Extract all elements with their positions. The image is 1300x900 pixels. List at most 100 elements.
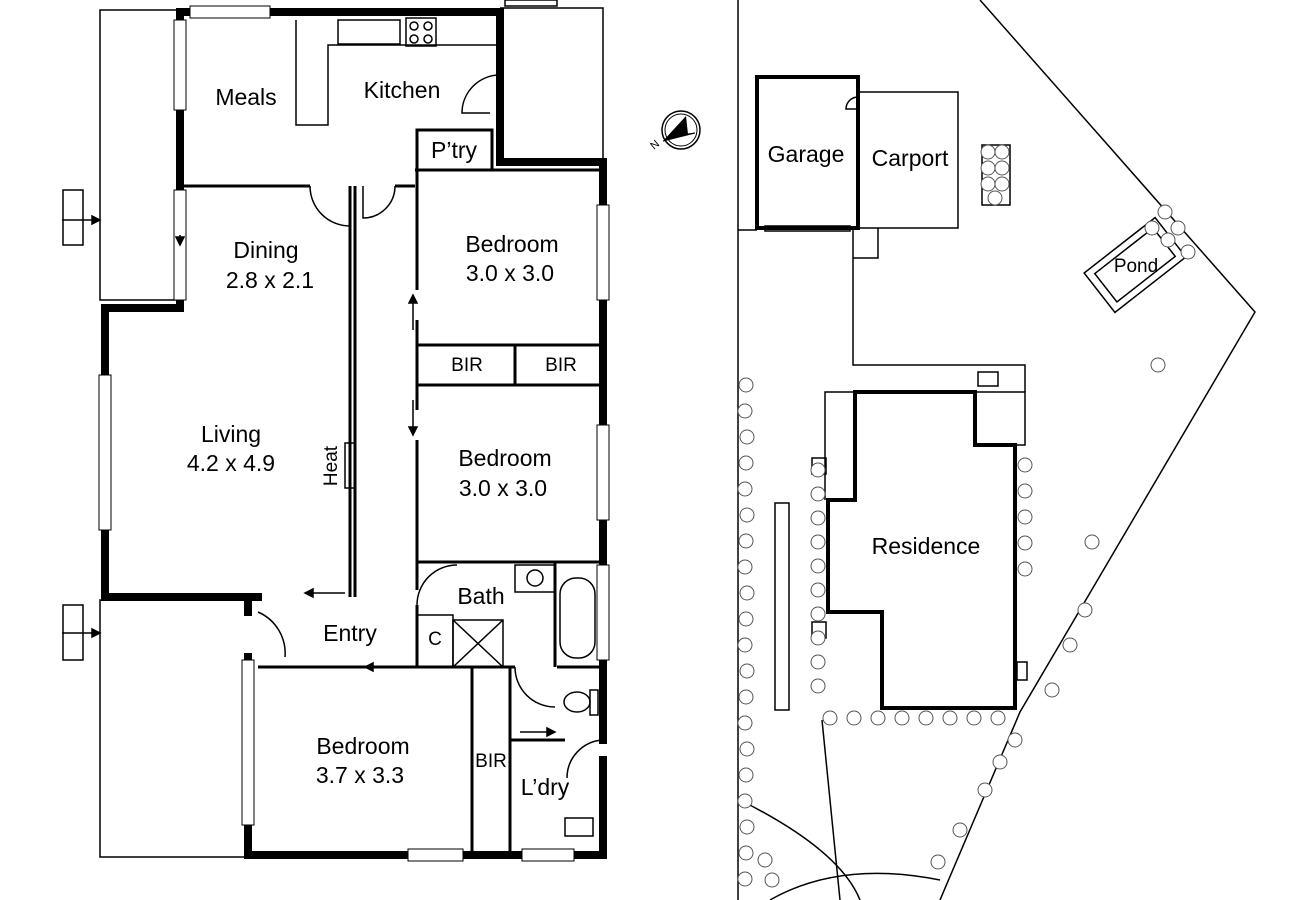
- carport-outline: [857, 91, 959, 229]
- garage-roller-door: [764, 225, 851, 232]
- room-laundry-label: L’dry: [521, 774, 570, 800]
- room-living-label: Living: [201, 421, 261, 447]
- door-swing: [461, 74, 501, 114]
- shrub-icon: [810, 462, 826, 478]
- toilet-icon: [563, 691, 591, 713]
- shrub-icon: [918, 710, 934, 726]
- gate: [504, 0, 558, 7]
- compass-north-label: N: [648, 138, 662, 152]
- room-bedroom1-size: 3.0 x 3.0: [466, 260, 554, 286]
- cupboard-outline: [416, 614, 454, 668]
- shrub-icon: [810, 582, 826, 598]
- room-bir1-label: BIR: [451, 355, 483, 376]
- shrub-icon: [1150, 357, 1166, 373]
- shrub-icon: [1007, 732, 1023, 748]
- heater-label: Heat: [321, 445, 342, 486]
- shrub-icon: [1017, 561, 1033, 577]
- shrub-icon: [810, 630, 826, 646]
- courtyard-outline: [500, 7, 604, 160]
- shrub-icon: [980, 160, 996, 176]
- room-bir3-label: BIR: [475, 751, 507, 772]
- shrub-icon: [737, 871, 753, 887]
- shrub-icon: [987, 190, 1003, 206]
- house-floor-plan: Meals Kitchen P’try Dining 2.8 x 2.1 Bed…: [62, 0, 610, 862]
- shrub-icon: [738, 377, 754, 393]
- path-curve: [769, 872, 941, 900]
- room-bedroom3-size: 3.7 x 3.3: [316, 762, 404, 788]
- shrub-icon: [810, 678, 826, 694]
- shrub-icon: [810, 510, 826, 526]
- shrub-icon: [977, 782, 993, 798]
- shrub-icon: [1017, 457, 1033, 473]
- garage-label: Garage: [768, 141, 845, 167]
- shrub-icon: [739, 429, 755, 445]
- room-bedroom2-size: 3.0 x 3.0: [459, 475, 547, 501]
- room-bedroom2-label: Bedroom: [458, 445, 551, 471]
- boundary-right: [939, 0, 1256, 900]
- shrub-icon: [822, 710, 838, 726]
- shrub-icon: [994, 144, 1010, 160]
- shrub-icon: [739, 507, 755, 523]
- shrub-icon: [1044, 682, 1060, 698]
- sink-icon: [337, 19, 401, 45]
- shrub-icon: [980, 176, 996, 192]
- garage-outline: [755, 75, 860, 230]
- trees: [737, 144, 1196, 888]
- shrub-icon: [739, 585, 755, 601]
- cooktop-icon: [405, 17, 437, 47]
- shrub-icon: [737, 559, 753, 575]
- shrub-icon: [737, 481, 753, 497]
- room-bedroom3-label: Bedroom: [316, 733, 409, 759]
- room-kitchen-label: Kitchen: [364, 77, 441, 103]
- shrub-icon: [846, 710, 862, 726]
- shrub-icon: [1180, 244, 1196, 260]
- shrub-icon: [1017, 509, 1033, 525]
- deck-left-lower: [99, 599, 248, 858]
- bathtub-icon: [559, 577, 596, 659]
- steps-upper: [62, 189, 84, 246]
- shrub-icon: [738, 689, 754, 705]
- shrub-icon: [966, 710, 982, 726]
- shrub-icon: [737, 637, 753, 653]
- shrub-icon: [1160, 232, 1176, 248]
- shrub-icon: [942, 710, 958, 726]
- room-meals-label: Meals: [215, 84, 276, 110]
- shrub-icon: [737, 793, 753, 809]
- room-dining-size: 2.8 x 2.1: [226, 267, 314, 293]
- driveway-curve: [739, 799, 861, 900]
- kitchen-bench: [295, 20, 500, 126]
- driveway-step: [853, 228, 879, 259]
- shrub-icon: [1017, 483, 1033, 499]
- shrub-icon: [810, 558, 826, 574]
- windows: [98, 5, 610, 862]
- shrub-icon: [737, 403, 753, 419]
- room-cupboard-label: C: [428, 629, 442, 650]
- shrub-icon: [992, 754, 1008, 770]
- shrub-icon: [930, 854, 946, 870]
- room-entry-label: Entry: [323, 620, 377, 646]
- shrub-icon: [810, 654, 826, 670]
- residence-label: Residence: [872, 533, 981, 559]
- residence-step: [1016, 661, 1028, 681]
- shrub-icon: [810, 486, 826, 502]
- shrub-icon: [994, 160, 1010, 176]
- shrub-icon: [810, 606, 826, 622]
- room-dining-label: Dining: [233, 237, 298, 263]
- garage-door-swing: [845, 96, 859, 110]
- shrub-icon: [1084, 534, 1100, 550]
- path-line: [821, 719, 841, 900]
- shrub-icon: [738, 611, 754, 627]
- pond-label: Pond: [1114, 256, 1158, 277]
- door-swings: [257, 185, 604, 779]
- shrub-icon: [739, 741, 755, 757]
- entry-arrows: [62, 214, 557, 738]
- residence-verandah: [824, 391, 855, 500]
- shrub-icon: [810, 534, 826, 550]
- shrub-icon: [737, 715, 753, 731]
- shrub-icon: [757, 852, 773, 868]
- room-bir2-label: BIR: [545, 355, 577, 376]
- laundry-tub-icon: [564, 817, 594, 837]
- room-living-size: 4.2 x 4.9: [187, 450, 275, 476]
- residence-annex: [974, 391, 1026, 446]
